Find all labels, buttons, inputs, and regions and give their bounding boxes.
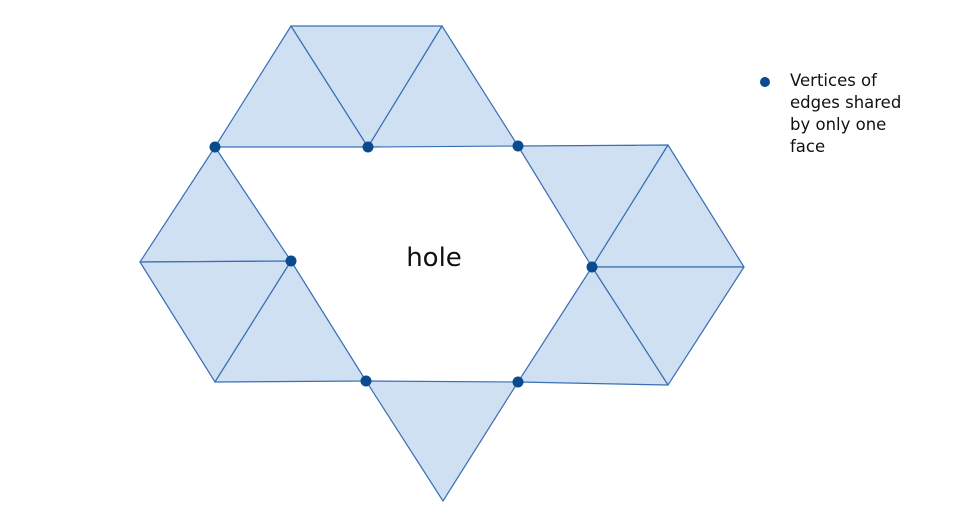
legend-label: Vertices of edges shared by only one fac…: [790, 71, 902, 156]
boundary-vertices: [209, 140, 598, 388]
top-faces: [214, 25, 519, 148]
face: [365, 380, 519, 502]
boundary-vertex: [209, 141, 221, 153]
left-faces: [139, 146, 367, 383]
face: [367, 25, 519, 148]
boundary-vertex: [512, 376, 524, 388]
boundary-vertex: [586, 261, 598, 273]
face: [214, 260, 367, 383]
face: [517, 266, 669, 386]
legend-vertex-marker-icon: [760, 77, 770, 87]
boundary-vertex: [512, 140, 524, 152]
boundary-vertex: [285, 255, 297, 267]
bottom-faces: [365, 380, 519, 502]
face: [139, 146, 292, 263]
boundary-vertex: [360, 375, 372, 387]
boundary-vertex: [362, 141, 374, 153]
hole-label: hole: [406, 243, 462, 273]
right-faces: [517, 144, 745, 386]
